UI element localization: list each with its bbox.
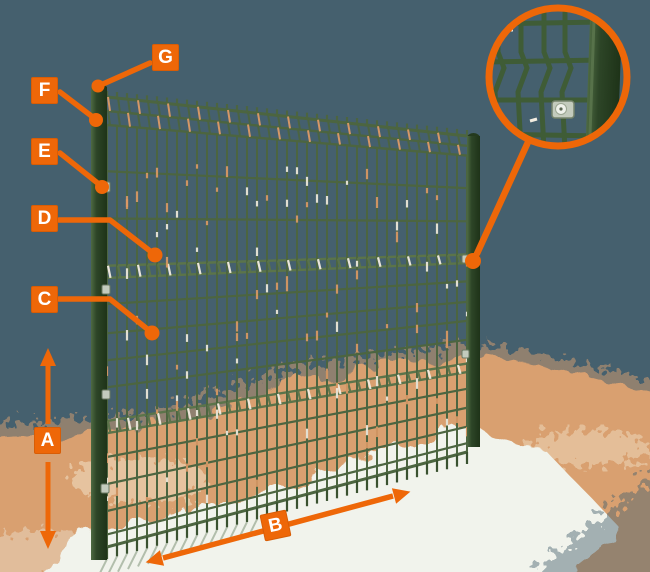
fence-posts xyxy=(91,82,480,560)
leader-e xyxy=(57,150,103,188)
ground-path-white xyxy=(39,424,625,572)
leader-dot-e xyxy=(95,180,109,194)
callout-leaders xyxy=(56,60,163,341)
ground xyxy=(0,342,650,572)
callout-label-e: E xyxy=(31,138,58,165)
leader-c xyxy=(56,296,154,335)
leader-dot-g xyxy=(91,79,105,93)
leader-d xyxy=(56,217,157,257)
inset-tail-line xyxy=(471,136,533,262)
callout-label-g: G xyxy=(152,44,179,71)
path-speckle xyxy=(0,530,120,572)
callout-label-c: C xyxy=(31,286,58,313)
leader-dot-d xyxy=(147,247,163,263)
slate-speckle-corner xyxy=(534,477,650,572)
leader-g xyxy=(100,60,153,87)
callout-label-b: B xyxy=(259,509,292,542)
inset-target-dot xyxy=(465,253,481,269)
leader-dot-f xyxy=(89,113,103,127)
inset-ring xyxy=(485,4,631,150)
right-post xyxy=(467,136,480,447)
fence-mesh-panel xyxy=(99,91,472,572)
callout-label-d: D xyxy=(31,205,58,232)
connection-detail-inset xyxy=(465,4,631,269)
sand-light-patch xyxy=(528,430,650,466)
callout-label-f: F xyxy=(31,77,58,104)
height-arrow xyxy=(40,348,56,549)
leader-dot-c xyxy=(144,325,160,341)
leader-f xyxy=(57,89,97,121)
left-post xyxy=(91,87,107,560)
callout-label-a: A xyxy=(34,427,61,454)
